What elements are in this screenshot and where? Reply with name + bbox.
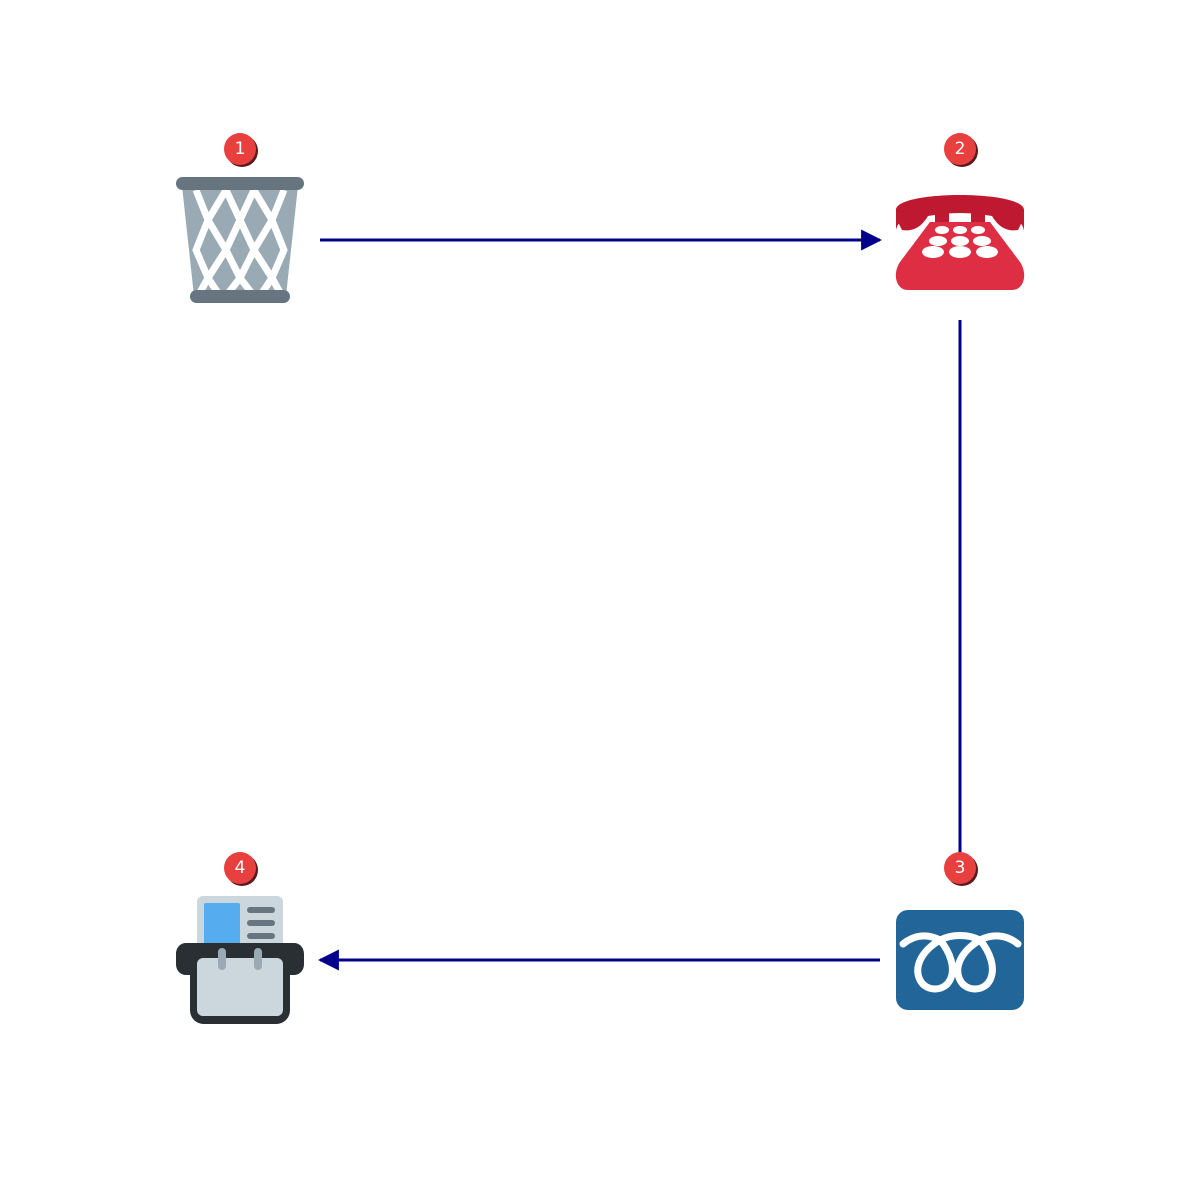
step-badge: 2 (944, 133, 978, 167)
step-number: 2 (955, 139, 966, 159)
edges (317, 229, 962, 971)
step-number: 3 (955, 858, 966, 878)
step-number: 1 (235, 139, 246, 159)
step-badge: 4 (224, 852, 258, 886)
step-badge: 3 (944, 852, 978, 886)
node-4: 4 (176, 852, 304, 1024)
step-badge: 1 (224, 133, 258, 167)
free-dial-icon (896, 910, 1024, 1010)
card-index-icon (176, 896, 304, 1024)
node-2: 2 (895, 133, 1025, 290)
node-3: 3 (896, 852, 1024, 1010)
step-number: 4 (235, 858, 246, 878)
telephone-icon (895, 195, 1025, 290)
node-1: 1 (176, 133, 304, 303)
wastebasket-icon (176, 177, 304, 303)
